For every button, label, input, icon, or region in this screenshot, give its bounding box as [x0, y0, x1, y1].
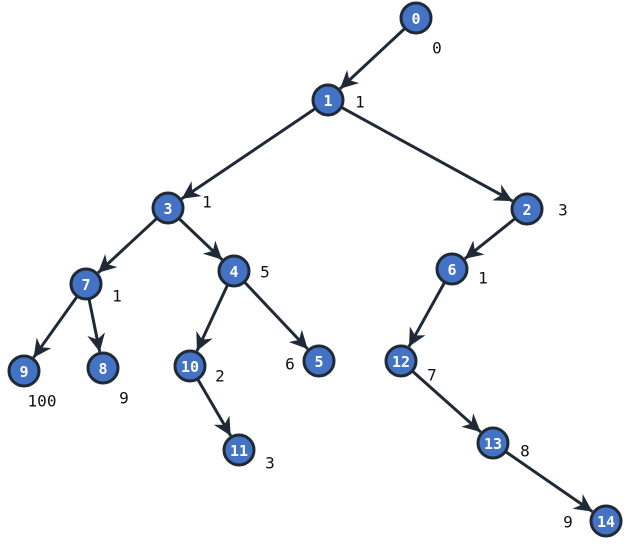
edge-3-4 [177, 217, 224, 261]
node-5-value-label: 6 [285, 355, 295, 374]
edge-7-9 [32, 295, 79, 359]
edge-4-5 [243, 280, 309, 351]
node-1[interactable]: 1 [311, 83, 345, 117]
node-2[interactable]: 2 [510, 192, 544, 226]
node-circle [476, 426, 510, 460]
edge-6-12 [407, 281, 447, 348]
node-1-value-label: 1 [355, 93, 365, 112]
node-id: 2 [522, 201, 531, 219]
node-4-value-label: 5 [260, 263, 270, 282]
edge-1-2 [340, 105, 514, 203]
node-id: 3 [163, 200, 172, 218]
node-10-value-label: 2 [215, 367, 225, 386]
node-8-value-label: 9 [119, 389, 129, 408]
node-3-value-label: 1 [202, 193, 212, 212]
node-9[interactable]: 9 [7, 354, 41, 388]
node-circle [384, 344, 418, 378]
node-circle [69, 267, 103, 301]
node-circle [302, 344, 336, 378]
node-14[interactable]: 14 [589, 504, 623, 538]
node-0[interactable]: 0 [399, 1, 433, 35]
node-13-value-label: 8 [520, 442, 530, 461]
node-3[interactable]: 3 [151, 191, 185, 225]
node-11-value-label: 3 [265, 454, 275, 473]
node-id: 9 [19, 363, 28, 381]
node-5[interactable]: 5 [302, 344, 336, 378]
node-id: 12 [392, 353, 410, 371]
edge-12-13 [411, 369, 482, 434]
edge-4-10 [195, 283, 230, 352]
edge-0-1 [339, 27, 407, 90]
node-11[interactable]: 11 [222, 433, 256, 467]
node-circle [589, 504, 623, 538]
edge-2-6 [463, 217, 517, 260]
node-id: 1 [323, 92, 332, 110]
node-id: 6 [447, 261, 456, 279]
node-circle [151, 191, 185, 225]
edge-1-3 [180, 107, 317, 201]
node-0-value-label: 0 [432, 39, 442, 58]
node-circle [435, 252, 469, 286]
edge-10-11 [196, 378, 232, 437]
node-id: 8 [98, 360, 107, 378]
node-circle [7, 354, 41, 388]
edge-13-14 [504, 450, 594, 513]
node-id: 4 [229, 263, 238, 281]
node-12[interactable]: 12 [384, 344, 418, 378]
node-4[interactable]: 4 [217, 254, 251, 288]
node-circle [510, 192, 544, 226]
edge-7-8 [87, 298, 105, 353]
node-9-value-label: 100 [28, 392, 57, 411]
node-id: 11 [230, 442, 248, 460]
node-id: 0 [411, 10, 420, 28]
node-14-value-label: 9 [563, 513, 573, 532]
node-6[interactable]: 6 [435, 252, 469, 286]
node-8[interactable]: 8 [86, 351, 120, 385]
node-10[interactable]: 10 [173, 349, 207, 383]
node-circle [217, 254, 251, 288]
node-circle [399, 1, 433, 35]
node-7[interactable]: 7 [69, 267, 103, 301]
node-7-value-label: 1 [112, 287, 122, 306]
node-id: 10 [181, 358, 199, 376]
edge-3-7 [97, 217, 159, 274]
node-id: 14 [597, 513, 615, 531]
node-id: 13 [484, 435, 502, 453]
node-2-value-label: 3 [558, 201, 568, 220]
node-6-value-label: 1 [478, 269, 488, 288]
node-circle [222, 433, 256, 467]
node-circle [173, 349, 207, 383]
node-circle [311, 83, 345, 117]
node-13[interactable]: 13 [476, 426, 510, 460]
node-circle [86, 351, 120, 385]
node-id: 5 [314, 353, 323, 371]
node-12-value-label: 7 [427, 366, 437, 385]
node-id: 7 [81, 276, 90, 294]
